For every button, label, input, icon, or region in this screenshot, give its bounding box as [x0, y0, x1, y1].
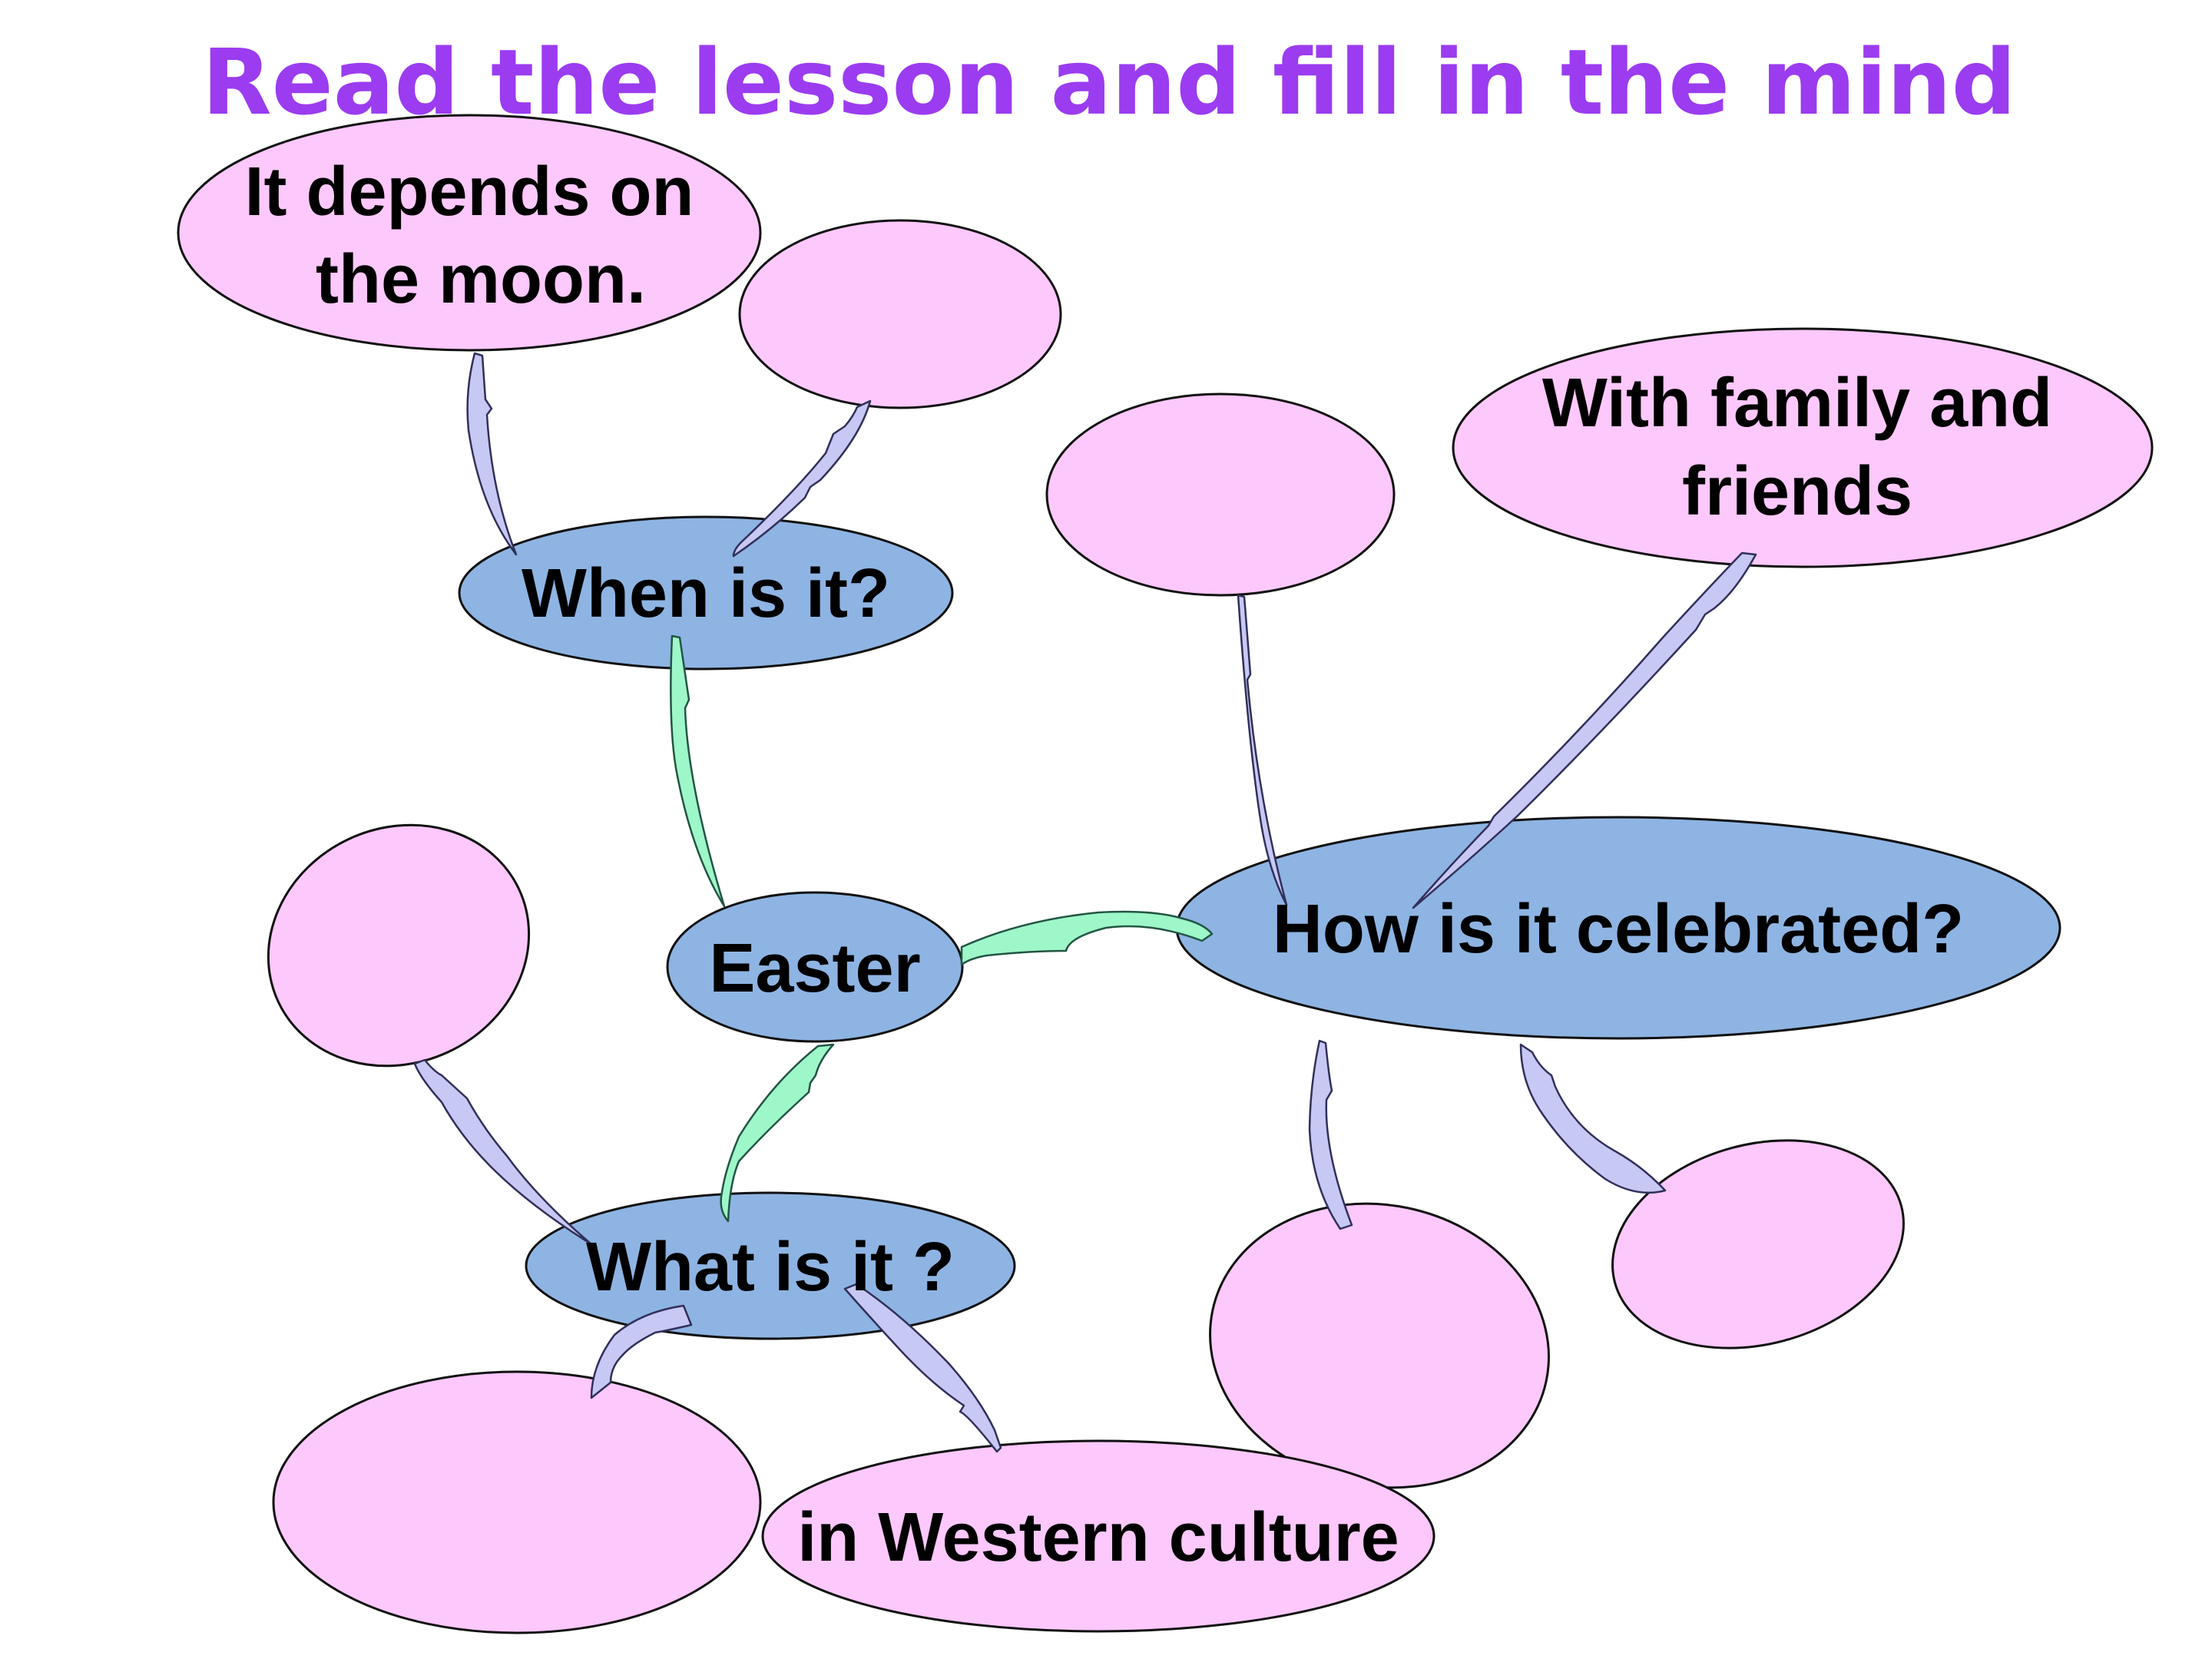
answer-culture: in Western culture [797, 1499, 1399, 1576]
connector-easter-to-what [720, 1043, 835, 1223]
center-bubble-easter [666, 891, 964, 1043]
answer-bubble-what-empty-left[interactable] [229, 783, 569, 1108]
connector-when-to-empty [732, 399, 872, 558]
connector-what-to-empty-bottom [590, 1304, 693, 1399]
answer-bubble-culture[interactable] [761, 1439, 1435, 1633]
question-how-label: How is it celebrated? [1273, 891, 1964, 968]
answer-bubble-how-empty-top[interactable] [1045, 392, 1396, 597]
answer-family-line2: friends [1682, 453, 1912, 530]
connector-easter-to-when [670, 634, 726, 908]
connector-how-to-empty-bottom [1308, 1039, 1353, 1230]
answer-bubble-how-empty-right[interactable] [1589, 1109, 1927, 1379]
connector-what-to-culture [843, 1283, 1002, 1453]
answer-bubble-what-empty-bottom[interactable] [272, 1370, 762, 1634]
connector-how-to-empty-top [1237, 594, 1288, 906]
answer-bubble-when-empty[interactable] [738, 219, 1062, 409]
question-bubble-when [458, 515, 954, 671]
connector-how-to-empty-right [1519, 1043, 1667, 1194]
answer-moon-line2: the moon. [316, 241, 646, 318]
question-when-label: When is it? [522, 555, 890, 632]
answer-family-line1: With family and [1542, 365, 2052, 442]
connector-how-to-family [1412, 551, 1757, 909]
connector-what-to-empty-left [413, 1058, 593, 1246]
center-easter-label: Easter [709, 930, 920, 1007]
answer-moon-line1: It depends on [245, 154, 694, 230]
connector-when-to-moon [466, 352, 518, 556]
connector-easter-to-how [960, 910, 1214, 966]
answer-bubble-family[interactable] [1452, 327, 2154, 568]
answer-bubble-moon[interactable] [177, 114, 762, 352]
question-what-label: What is it ? [586, 1229, 955, 1306]
question-bubble-what [525, 1191, 1016, 1340]
